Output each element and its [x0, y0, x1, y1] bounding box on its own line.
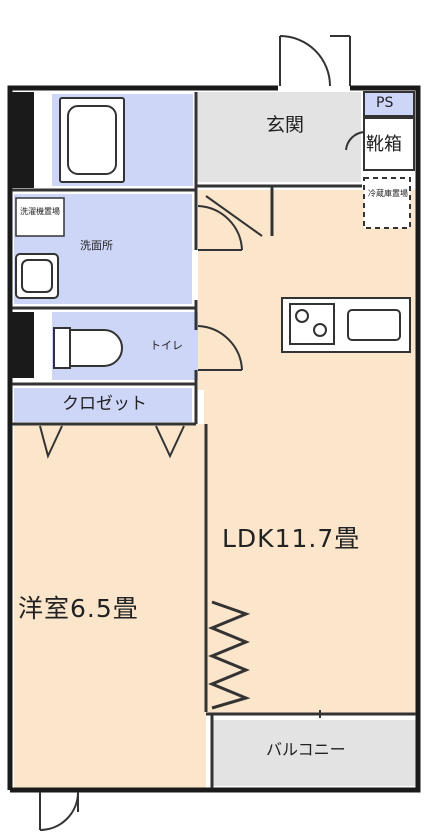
wall-block [12, 312, 34, 378]
balcony-label: バルコニー [266, 740, 346, 759]
fridge-place [363, 177, 411, 229]
kitchen-counter [281, 297, 411, 353]
balcony-floor [212, 720, 416, 786]
entry-door [279, 35, 351, 87]
ps-box [363, 91, 415, 117]
closet-doors [39, 425, 185, 459]
wall-block [12, 92, 34, 188]
toilet-fixture [53, 327, 123, 369]
washer-place-label: 洗濯機置場 [20, 207, 60, 216]
toilet-door [197, 325, 243, 371]
entrance-label: 玄関 [266, 114, 305, 136]
washer-place [15, 197, 65, 237]
hall-door [205, 195, 263, 237]
shoe-box [363, 117, 415, 171]
shoe-box-label: 靴箱 [366, 134, 402, 155]
bathtub [59, 97, 125, 183]
hall-floor [198, 190, 278, 390]
fridge-place-label: 冷蔵庫置場 [368, 189, 408, 198]
closet-floor [14, 388, 192, 422]
shoe-box-door [345, 131, 365, 151]
ps-label: PS [376, 95, 394, 111]
outer-walls [7, 85, 421, 793]
entrance-floor [196, 92, 361, 182]
closet-label: クロゼット [62, 394, 147, 414]
sliding-partition [208, 600, 251, 710]
western-room-door [39, 791, 79, 831]
washroom-door [197, 205, 243, 251]
western-room-label: 洋室6.5畳 [18, 594, 139, 623]
western-room-floor [14, 424, 206, 788]
ldk-label: LDK11.7畳 [222, 524, 361, 553]
interior-walls [12, 92, 416, 788]
wash-basin [15, 253, 59, 299]
toilet-label: トイレ [150, 339, 183, 352]
washroom-label: 洗面所 [80, 239, 113, 252]
